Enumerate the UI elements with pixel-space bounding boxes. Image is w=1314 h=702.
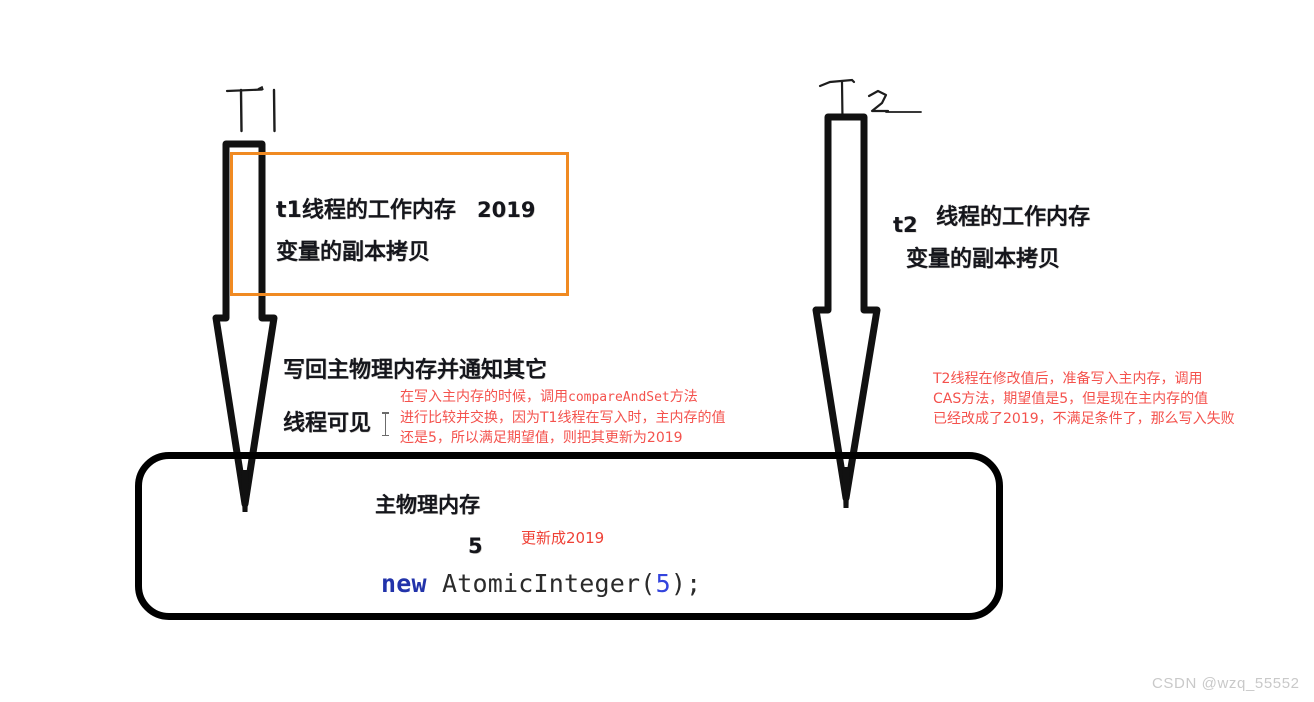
main-memory-code: new AtomicInteger(5); [381,569,701,598]
csdn-watermark: CSDN @wzq_55552 [1152,675,1300,692]
main-memory-box [135,452,1003,620]
main-memory-value: 5 [468,534,483,558]
left-red-line-1-before: 在写入主内存的时候，调用 [400,389,568,405]
main-memory-update-note: 更新成2019 [521,529,605,547]
t1-writeback-line2: 线程可见 [283,411,372,436]
t1-writeback-line1: 写回主物理内存并通知其它 [283,358,548,383]
t2-working-memory-line2: 变量的副本拷贝 [906,247,1061,272]
t2-down-arrow [795,112,905,512]
main-memory-title: 主物理内存 [375,493,480,517]
t1-working-memory-line1: t1线程的工作内存 [276,198,456,223]
t1-working-memory-value: 2019 [477,198,536,222]
code-argument: 5 [655,569,671,598]
code-identifier: AtomicInteger( [442,569,656,598]
text-caret [382,412,389,436]
left-red-line-3: 还是5，所以满足期望值，则把其更新为2019 [400,430,683,446]
t2-working-memory-line1: 线程的工作内存 [936,205,1091,230]
right-red-line-3: 已经改成了2019，不满足条件了，那么写入失败 [933,411,1235,427]
right-red-line-2: CAS方法，期望值是5，但是现在主内存的值 [933,391,1209,407]
t1-handdrawn-glyph [225,85,276,133]
right-red-line-1: T2线程在修改值后，准备写入主内存，调用 [933,371,1203,387]
code-space [427,569,442,598]
left-red-annotation: 在写入主内存的时候，调用compareAndSet方法 进行比较并交换，因为T1… [400,387,725,448]
left-red-line-1: 在写入主内存的时候，调用compareAndSet方法 [400,387,725,408]
thread-t1-handwritten-label: T1 [222,74,312,133]
code-terminator: ); [670,569,702,598]
left-red-line-1-mono: compareAndSet [568,390,670,405]
code-keyword-new: new [381,569,427,598]
t1-working-memory-line2: 变量的副本拷贝 [276,240,431,265]
left-red-line-1-after: 方法 [669,389,698,405]
right-red-annotation: T2线程在修改值后，准备写入主内存，调用 CAS方法，期望值是5，但是现在主内存… [933,369,1235,429]
t1-working-memory-highlight [230,152,569,296]
left-red-line-2: 进行比较并交换，因为T1线程在写入时，主内存的值 [400,410,726,426]
t2-thread-prefix: t2 [893,213,918,237]
